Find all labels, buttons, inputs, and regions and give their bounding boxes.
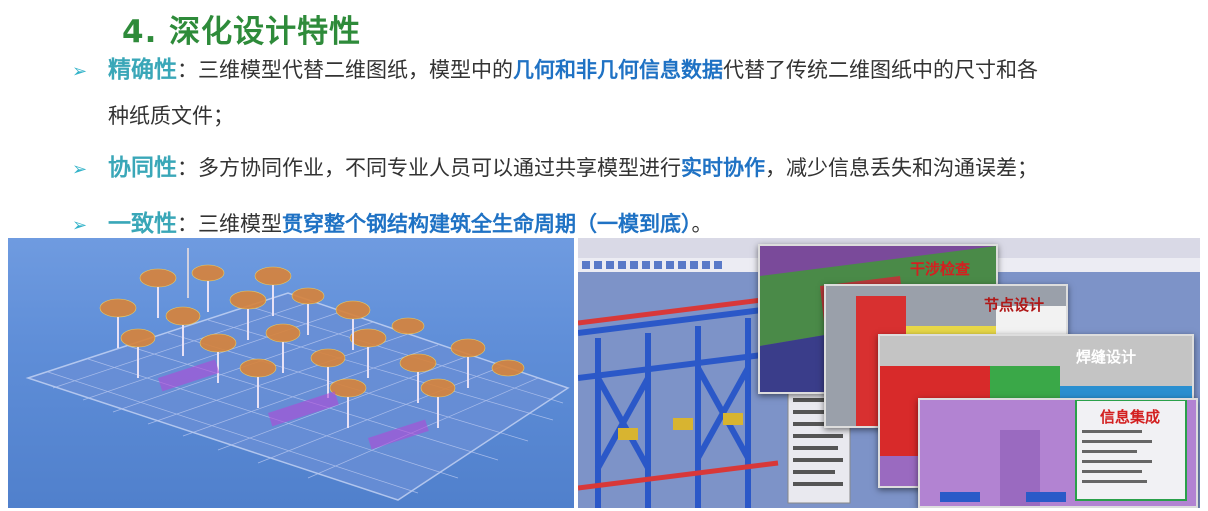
page-title: 4. 深化设计特性 [122, 14, 362, 50]
weld-design-label: 焊缝设计 [1076, 348, 1137, 366]
arrow-bullet-icon: ➢ [72, 215, 88, 236]
bullet-text: ：三维模型 [177, 212, 282, 236]
arrow-bullet-icon: ➢ [72, 159, 88, 180]
design-software-collage: 干涉检查 节点设计 焊缝设计 信息集成 [578, 238, 1200, 508]
bullet-keyword: 精确性 [108, 57, 177, 83]
info-integration-label: 信息集成 [1100, 408, 1161, 426]
bullet-highlight: 实时协作 [681, 156, 765, 180]
bullet-highlight: 贯穿整个钢结构建筑全生命周期（一模到底） [282, 212, 692, 236]
arrow-bullet-icon: ➢ [72, 61, 88, 82]
bullet-consistency: ➢ 一致性：三维模型贯穿整个钢结构建筑全生命周期（一模到底）。 [72, 202, 713, 248]
bullet-text: 代替了传统二维图纸中的尺寸和各 [723, 58, 1038, 82]
bullet-continuation: 种纸质文件； [108, 104, 234, 128]
clash-check-label: 干涉检查 [910, 260, 971, 278]
steel-model-image [8, 238, 574, 508]
bullet-keyword: 一致性 [108, 211, 177, 237]
bullet-text: ，减少信息丢失和沟通误差； [765, 156, 1038, 180]
node-design-label: 节点设计 [984, 296, 1045, 314]
bullet-text: ：三维模型代替二维图纸，模型中的 [177, 58, 513, 82]
info-integration-panel: 信息集成 [918, 398, 1198, 508]
bullet-text: ：多方协同作业，不同专业人员可以通过共享模型进行 [177, 156, 681, 180]
info-graphic [920, 400, 1196, 506]
bullet-highlight: 几何和非几何信息数据 [513, 58, 723, 82]
bullet-collaboration: ➢ 协同性：多方协同作业，不同专业人员可以通过共享模型进行实时协作，减少信息丢失和… [72, 146, 1038, 192]
bullet-accuracy: ➢ 精确性：三维模型代替二维图纸，模型中的几何和非几何信息数据代替了传统二维图纸中… [72, 48, 1038, 94]
bullet-text: 。 [691, 212, 713, 236]
steel-model-graphic [25, 248, 570, 501]
bullet-keyword: 协同性 [108, 155, 177, 181]
